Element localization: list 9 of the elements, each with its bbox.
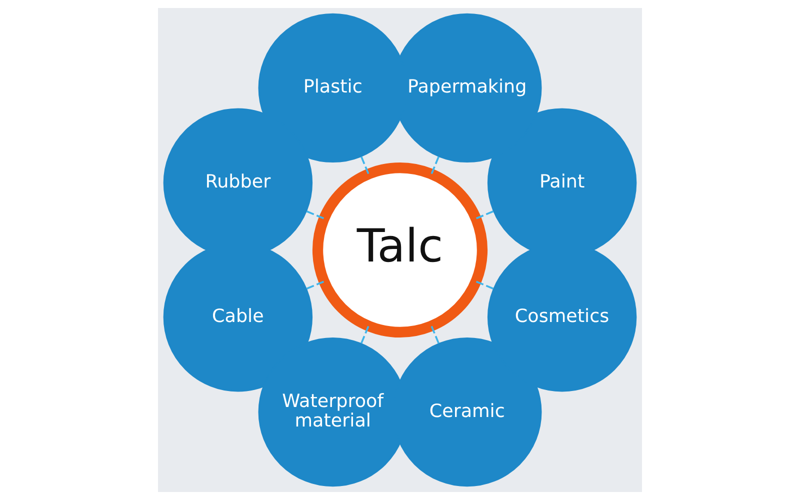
connector: [476, 280, 494, 290]
connector: [476, 210, 494, 220]
connector: [360, 156, 370, 174]
connector: [306, 210, 324, 220]
connector: [430, 326, 440, 344]
connector: [306, 280, 324, 290]
connector: [360, 326, 370, 344]
connector: [430, 156, 440, 174]
node-circle: Talc: [312, 162, 488, 338]
